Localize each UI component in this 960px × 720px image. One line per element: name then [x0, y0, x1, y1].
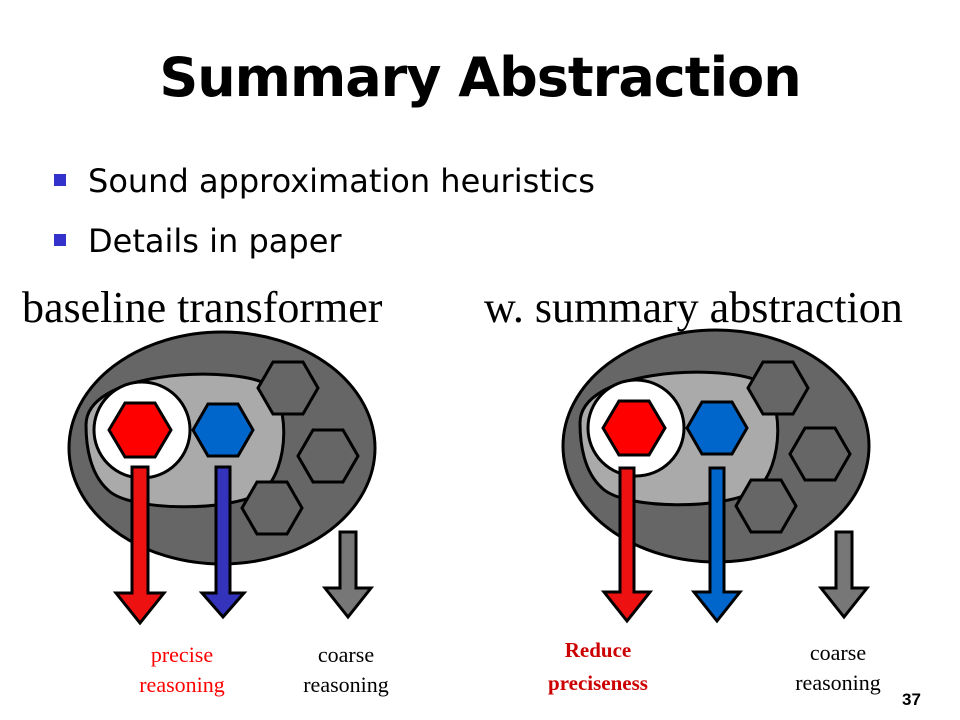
gray-hexagon-icon: [240, 480, 304, 536]
bullet-item: Details in paper: [52, 212, 595, 272]
left-panel-heading: baseline transformer: [22, 283, 383, 332]
bullet-text: Sound approximation heuristics: [88, 162, 595, 200]
red-arrow-icon: [600, 466, 654, 624]
right-red-caption: Reduce preciseness: [548, 638, 648, 695]
bullet-list: Sound approximation heuristics Details i…: [52, 152, 595, 272]
red-arrow-icon: [112, 465, 168, 626]
bullet-item: Sound approximation heuristics: [52, 152, 595, 212]
blue-arrow-icon: [198, 465, 248, 620]
bullet-text: Details in paper: [88, 222, 342, 260]
blue-arrow-icon: [690, 466, 744, 624]
gray-hexagon-icon: [256, 360, 320, 416]
right-gray-caption: coarse reasoning: [795, 640, 881, 695]
gray-hexagon-icon: [788, 426, 852, 482]
gray-hexagon-icon: [296, 428, 360, 484]
slide-title: Summary Abstraction: [159, 46, 801, 109]
blue-hexagon-icon: [685, 400, 749, 456]
left-gray-caption: coarse reasoning: [303, 642, 389, 697]
page-number: 37: [902, 690, 921, 709]
blue-hexagon-icon: [191, 402, 255, 458]
square-bullet-icon: [54, 234, 66, 246]
gray-arrow-icon: [817, 530, 871, 620]
right-panel-diagram: [561, 328, 871, 624]
gray-hexagon-icon: [746, 360, 810, 416]
left-panel-diagram: [67, 330, 377, 626]
gray-hexagon-icon: [734, 478, 798, 534]
square-bullet-icon: [54, 174, 66, 186]
gray-arrow-icon: [321, 530, 375, 620]
right-panel-heading: w. summary abstraction: [484, 283, 903, 332]
left-red-caption: precise reasoning: [139, 642, 225, 697]
